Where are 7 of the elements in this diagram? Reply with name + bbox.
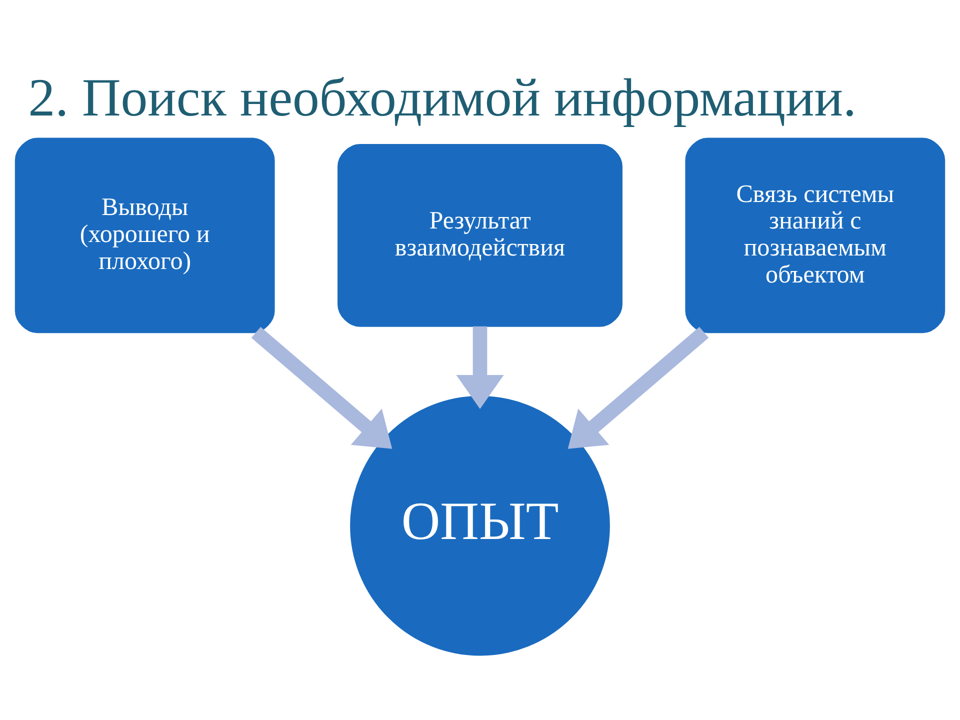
- arrow: [251, 326, 392, 449]
- node-box: Выводы (хорошего и плохого): [14, 138, 275, 334]
- arrow: [568, 326, 709, 449]
- node-box: Связь системы знаний с познаваемым объектом: [685, 138, 946, 334]
- arrow: [456, 326, 504, 409]
- diagram-title: 2. Поиск необходимой информации.: [28, 67, 857, 128]
- node-box: Результат взаимодействия: [338, 144, 622, 327]
